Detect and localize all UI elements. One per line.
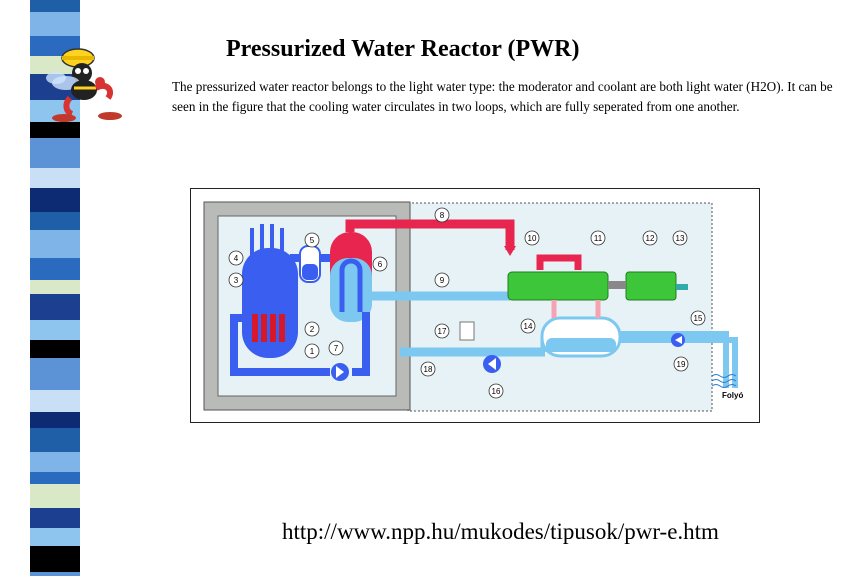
generator [625, 271, 677, 301]
callout-number: 10 [528, 234, 537, 243]
sidebar-stripe [30, 230, 80, 258]
callout-number: 5 [310, 236, 315, 245]
sidebar-stripe [30, 472, 80, 484]
callout-number: 19 [677, 360, 686, 369]
sidebar-stripe [30, 572, 80, 576]
callout-number: 16 [492, 387, 501, 396]
callout-number: 9 [440, 276, 445, 285]
callout-circle [642, 230, 658, 246]
sidebar-stripe [30, 0, 80, 12]
reheater-line [536, 254, 582, 270]
preheater [459, 321, 475, 341]
callout-number: 3 [234, 276, 239, 285]
sidebar-stripe [30, 294, 80, 320]
callout-circle [304, 232, 320, 248]
turbine [507, 271, 609, 301]
sidebar-stripe [30, 358, 80, 390]
sidebar-stripe [30, 508, 80, 528]
river-label: Folyó [722, 391, 743, 400]
callout-circle [228, 250, 244, 266]
slide-body-text: The pressurized water reactor belongs to… [172, 79, 833, 114]
callout-circle [590, 230, 606, 246]
sidebar-stripe [30, 258, 80, 280]
bee-worker-icon [46, 48, 122, 122]
callout-number: 15 [694, 314, 703, 323]
callout-number: 7 [334, 344, 339, 353]
sidebar-stripe [30, 168, 80, 188]
sidebar-stripe [30, 12, 80, 36]
sidebar-stripe [30, 212, 80, 230]
slide-title: Pressurized Water Reactor (PWR) [226, 36, 580, 62]
callout-number: 1 [310, 347, 315, 356]
callout-number: 8 [440, 211, 445, 220]
callout-number: 14 [524, 322, 533, 331]
river-waves [711, 374, 737, 388]
callout-circle [304, 321, 320, 337]
callout-circle [673, 356, 689, 372]
callout-circle [524, 230, 540, 246]
callout-circle [434, 323, 450, 339]
callout-number: 4 [234, 254, 239, 263]
sidebar-stripe [30, 428, 80, 452]
main-steam-line [345, 219, 515, 250]
sidebar-stripe [30, 390, 80, 412]
callout-number: 17 [438, 327, 447, 336]
callout-circle [372, 256, 388, 272]
callout-circle [488, 383, 504, 399]
sidebar-stripe [30, 452, 80, 472]
callout-number: 13 [676, 234, 685, 243]
sidebar-stripe [30, 484, 80, 508]
sidebar-stripe [30, 188, 80, 212]
fuel-rods [252, 314, 285, 342]
sidebar-stripe [30, 340, 80, 358]
sidebar-stripe [30, 546, 80, 572]
source-url-link[interactable]: http://www.npp.hu/mukodes/tipusok/pwr-e.… [282, 519, 719, 544]
sidebar-stripe [30, 138, 80, 168]
callout-number: 11 [594, 234, 603, 243]
callout-circle [304, 343, 320, 359]
callout-number: 12 [646, 234, 655, 243]
sidebar-stripe [30, 320, 80, 340]
callout-circle [328, 340, 344, 356]
callout-circle [520, 318, 536, 334]
sidebar-stripe [30, 528, 80, 546]
sidebar-stripe [30, 280, 80, 294]
callout-number: 6 [378, 260, 383, 269]
callout-circle [228, 272, 244, 288]
callout-circle [690, 310, 706, 326]
cooling-water-line [620, 331, 738, 388]
callout-number: 18 [424, 365, 433, 374]
callout-circle [434, 272, 450, 288]
callout-circle [420, 361, 436, 377]
callout-number: 2 [310, 325, 315, 334]
sidebar-stripe [30, 412, 80, 428]
sidebar-stripe [30, 122, 80, 138]
callout-circle [672, 230, 688, 246]
callout-circle [434, 207, 450, 223]
turbine-hall-area [407, 202, 713, 412]
